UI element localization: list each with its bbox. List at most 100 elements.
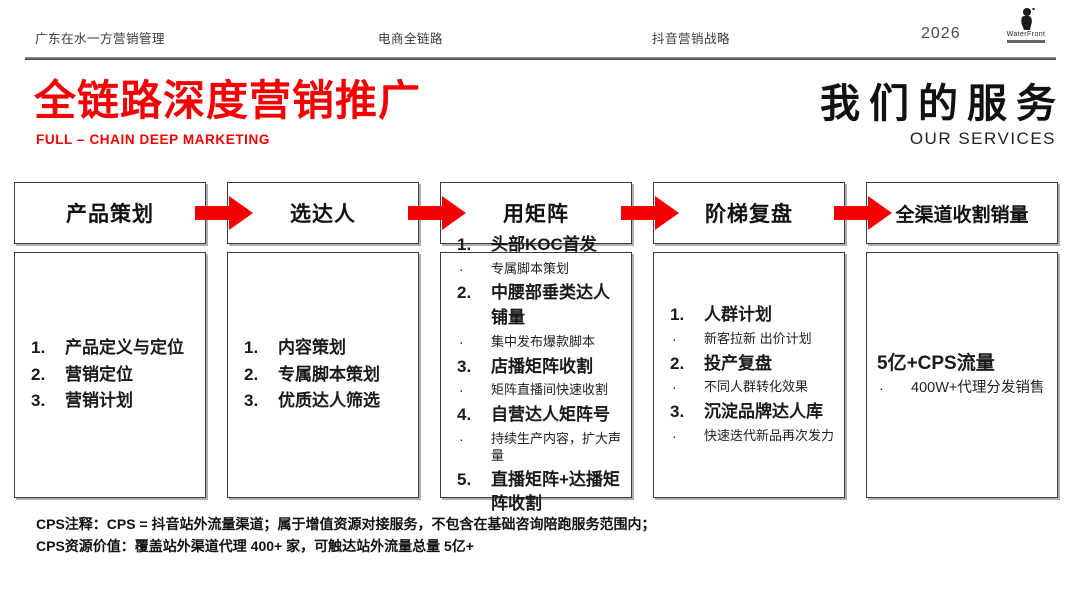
flow-arrow-icon [621, 193, 681, 233]
list-item-title: 营销定位 [65, 364, 133, 384]
list-subitem: ·持续生产内容，扩大声量 [457, 430, 623, 465]
brand-logo: WaterFront [1000, 7, 1052, 43]
nav-item-company: 广东在水一方营销管理 [35, 32, 166, 46]
list-item-number: 3. [670, 402, 685, 422]
nav-item-ecommerce: 电商全链路 [378, 32, 444, 46]
list-item: 2.营销定位 [31, 363, 197, 388]
stage-content-box: 1. 产品定义与定位 2.营销定位 3. 营销计划 [14, 252, 206, 498]
list-subitem-text: 快速迭代新品再次发力 [704, 427, 835, 443]
stage-title: 阶梯复盘 [705, 203, 793, 226]
stage-header-box: 全渠道收割销量 [866, 182, 1058, 244]
stage-header-box: 用矩阵 [440, 182, 632, 244]
list-item-title: 营销计划 [65, 391, 133, 411]
list-item-number: 2. [670, 353, 685, 373]
bullet-icon: · [459, 382, 464, 399]
stage-title: 选达人 [290, 203, 356, 226]
stage-title: 用矩阵 [503, 203, 569, 226]
year-label: 2026 [921, 25, 961, 42]
list-subitem: · 不同人群转化效果 [670, 378, 836, 397]
nav-item-douyin-strategy: 抖音营销战略 [652, 32, 731, 46]
list-item-title: 直播矩阵+达播矩阵收割 [491, 469, 620, 514]
list-subitem: · 快速迭代新品再次发力 [670, 427, 836, 446]
top-bar: 广东在水一方营销管理 电商全链路 抖音营销战略 2026 WaterFront [0, 0, 1080, 58]
bullet-icon: · [459, 260, 464, 277]
bullet-icon: · [672, 427, 677, 444]
list-subitem: · 400W+代理分发销售 [877, 379, 1049, 399]
stage-header-box: 阶梯复盘 [653, 182, 845, 244]
list-subitem: · 专属脚本策划 [457, 260, 623, 279]
stage-header-box: 选达人 [227, 182, 419, 244]
list-item-number: 1. [31, 338, 46, 358]
flow-arrow-icon [408, 193, 468, 233]
list-item-title: 产品定义与定位 [65, 338, 184, 358]
list-item: 4. 自营达人矩阵号 [457, 403, 623, 428]
list-item-number: 1. [457, 234, 472, 254]
list-item: 2. 专属脚本策划 [244, 363, 410, 388]
list-item-number: 3. [457, 356, 472, 376]
list-item: 3. 沉淀品牌达人库 [670, 400, 836, 425]
services-title: 我们的服务 [820, 82, 1065, 126]
logo-figure-icon [1021, 8, 1035, 30]
list-item-title: 店播矩阵收割 [491, 356, 593, 376]
list-item: 1.内容策划 [244, 336, 410, 361]
list-item-number: 3. [244, 391, 259, 411]
list-subitem: ·矩阵直播间快速收割 [457, 381, 623, 400]
flow-arrow-icon [834, 193, 894, 233]
list-item: 3. 营销计划 [31, 389, 197, 414]
list-item-number: 2. [244, 364, 259, 384]
list-item-title: 自营达人矩阵号 [491, 405, 610, 425]
list-item-title: 头部KOC首发 [491, 234, 597, 254]
page-title: 全链路深度营销推广 [34, 77, 422, 124]
list-item-number: 4. [457, 405, 472, 425]
list-item-title: 5亿+CPS流量 [877, 352, 995, 374]
list-item: 2. 投产复盘 [670, 352, 836, 377]
list-subitem-text: 集中发布爆款脚本 [491, 333, 596, 349]
footnotes: CPS注释：CPS = 抖音站外流量渠道；属于增值资源对接服务，不包含在基础咨询… [36, 514, 656, 557]
list-item: 5亿+CPS流量 [877, 350, 1049, 378]
stage-column: 选达人 1.内容策划 2. 专属脚本策划 3. 优质达人筛选 [227, 182, 419, 498]
list-subitem-text: 400W+代理分发销售 [911, 380, 1045, 397]
list-subitem: · 新客拉新 出价计划 [670, 330, 836, 349]
logo-text: WaterFront [1006, 31, 1046, 38]
bullet-icon: · [459, 430, 464, 447]
list-subitem: ·集中发布爆款脚本 [457, 333, 623, 352]
stage-content-box: 1.内容策划 2. 专属脚本策划 3. 优质达人筛选 [227, 252, 419, 498]
list-subitem-text: 新客拉新 出价计划 [704, 330, 812, 346]
list-item-title: 专属脚本策划 [278, 364, 380, 384]
bullet-icon: · [672, 330, 677, 347]
list-item: 3. 优质达人筛选 [244, 389, 410, 414]
stage-column: 产品策划 1. 产品定义与定位 2.营销定位 3. 营销计划 [14, 182, 206, 498]
list-item: 1. 头部KOC首发 [457, 233, 623, 258]
services-block: 我们的服务 OUR SERVICES [820, 82, 1056, 149]
list-item-title: 投产复盘 [704, 353, 772, 373]
bullet-icon: · [672, 379, 677, 396]
list-item-title: 优质达人筛选 [278, 391, 380, 411]
list-item-title: 中腰部垂类达人铺量 [491, 283, 610, 328]
list-item-title: 人群计划 [704, 305, 772, 325]
stage-column: 全渠道收割销量 5亿+CPS流量 · 400W+代理分发销售 [866, 182, 1058, 498]
footnote: CPS注释：CPS = 抖音站外流量渠道；属于增值资源对接服务，不包含在基础咨询… [36, 516, 656, 532]
logo-subline [1007, 39, 1045, 43]
stage-content-box: 1. 人群计划 · 新客拉新 出价计划 2. 投产复盘 · 不同人群转化效果 3. 沉淀品牌达人库… [653, 252, 845, 498]
list-item: 1. 人群计划 [670, 303, 836, 328]
stage-header-box: 产品策划 [14, 182, 206, 244]
stage-column: 阶梯复盘 1. 人群计划 · 新客拉新 出价计划 2. 投产复盘 · 不同人群转化效果 3. 沉淀品… [653, 182, 845, 498]
list-item-number: 3. [31, 391, 46, 411]
list-item-number: 1. [670, 305, 685, 325]
list-item-number: 5. [457, 469, 472, 489]
list-item-number: 2. [457, 283, 472, 303]
list-subitem-text: 不同人群转化效果 [704, 379, 809, 395]
divider-line [25, 57, 1056, 60]
list-item: 3. 店播矩阵收割 [457, 355, 623, 380]
list-item-title: 沉淀品牌达人库 [704, 402, 823, 422]
bullet-icon: · [879, 380, 884, 397]
list-item: 5. 直播矩阵+达播矩阵收割 [457, 468, 623, 517]
page-subtitle: FULL – CHAIN DEEP MARKETING [36, 132, 270, 147]
list-subitem-text: 专属脚本策划 [491, 260, 570, 276]
list-item: 1. 产品定义与定位 [31, 336, 197, 361]
stage-title: 产品策划 [66, 203, 154, 226]
